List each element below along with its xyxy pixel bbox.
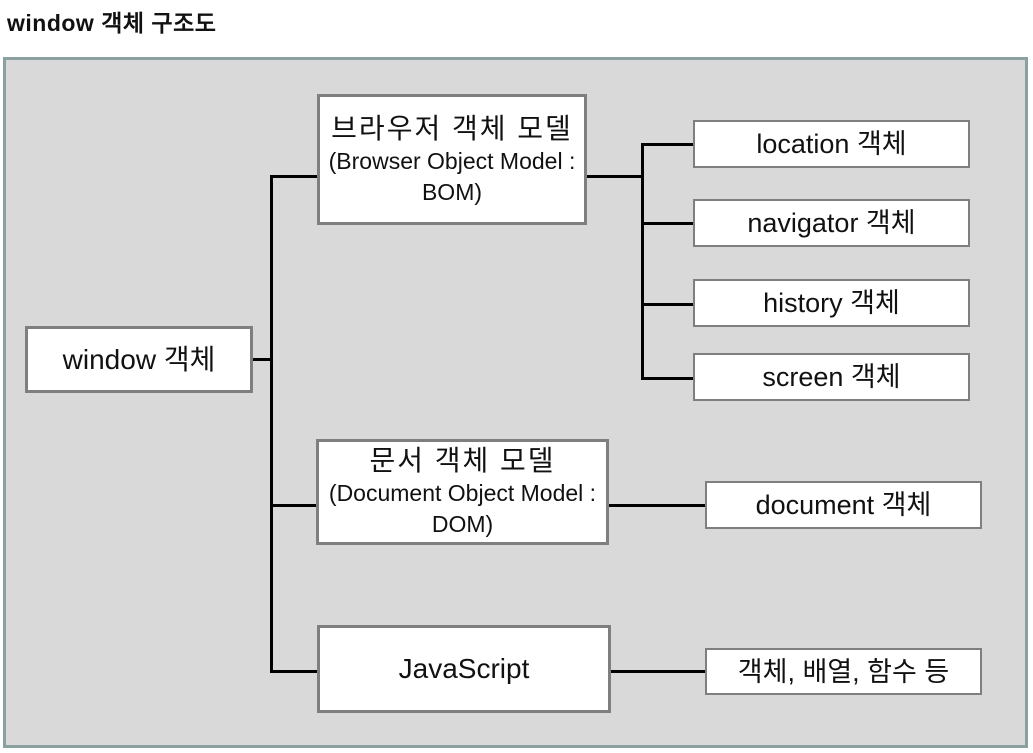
node-history-label: history 객체 (763, 288, 900, 318)
node-document-object-model: 문서 객체 모델 (Document Object Model : DOM) (316, 439, 609, 545)
node-bom-subtitle2: BOM) (421, 178, 483, 205)
node-screen-object: screen 객체 (693, 353, 970, 401)
node-navigator-object: navigator 객체 (693, 199, 970, 247)
node-document-label: document 객체 (755, 490, 932, 520)
node-bom-subtitle1: (Browser Object Model : (328, 147, 576, 174)
node-document-object: document 객체 (705, 481, 982, 529)
connector-branch-screen (641, 377, 695, 380)
diagram-panel: window 객체 브라우저 객체 모델 (Browser Object Mod… (3, 57, 1028, 748)
connector-left-trunk (270, 175, 273, 673)
connector-branch-bom (270, 175, 319, 178)
page-title: window 객체 구조도 (7, 10, 217, 36)
node-navigator-label: navigator 객체 (747, 208, 916, 238)
node-javascript-label: JavaScript (398, 653, 530, 684)
node-window-label: window 객체 (62, 343, 216, 375)
node-javascript: JavaScript (317, 625, 611, 713)
connector-window-stub (253, 358, 272, 361)
node-bom-title: 브라우저 객체 모델 (331, 112, 573, 144)
connector-branch-javascript (270, 670, 319, 673)
node-browser-object-model: 브라우저 객체 모델 (Browser Object Model : BOM) (317, 94, 587, 225)
connector-bom-out (587, 175, 644, 178)
node-dom-subtitle2: DOM) (431, 511, 494, 537)
node-location-object: location 객체 (693, 120, 970, 168)
connector-dom-document (607, 504, 707, 507)
connector-right-trunk (641, 143, 644, 380)
node-dom-title: 문서 객체 모델 (369, 445, 556, 476)
node-js-items: 객체, 배열, 함수 등 (705, 648, 982, 695)
connector-branch-navigator (641, 222, 695, 225)
connector-js-items (609, 670, 707, 673)
connector-branch-location (641, 143, 695, 146)
node-js-items-label: 객체, 배열, 함수 등 (737, 656, 950, 687)
node-screen-label: screen 객체 (762, 362, 901, 392)
node-history-object: history 객체 (693, 279, 970, 327)
node-location-label: location 객체 (756, 129, 907, 159)
node-window-object: window 객체 (25, 326, 253, 393)
connector-branch-dom (270, 504, 318, 507)
node-dom-subtitle1: (Document Object Model : (328, 480, 597, 506)
connector-branch-history (641, 303, 695, 306)
